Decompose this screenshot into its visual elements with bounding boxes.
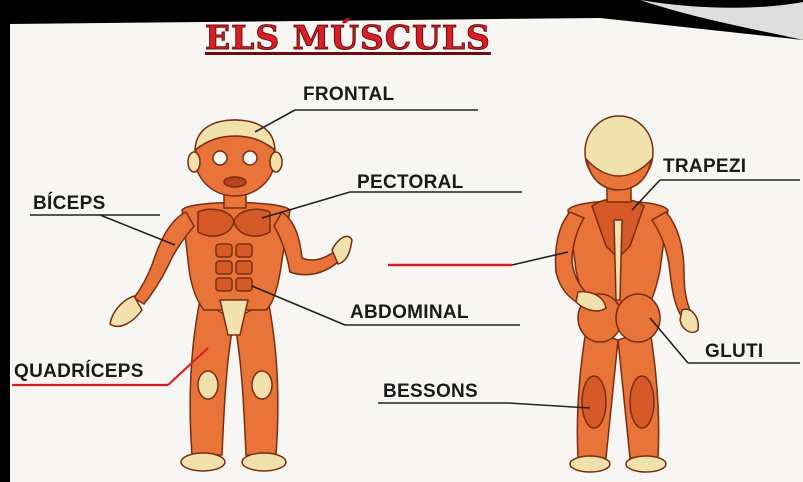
front-mouth (224, 177, 246, 187)
label-trapezi: TRAPEZI (663, 156, 746, 178)
page-background (10, 18, 803, 482)
front-left-eye (213, 151, 227, 165)
back-right-calf (630, 376, 654, 428)
label-gluti: GLUTI (705, 341, 764, 363)
front-right-foot (242, 453, 286, 471)
back-left-foot (570, 456, 610, 472)
label-quadriceps: QUADRÍCEPS (14, 361, 144, 383)
front-left-knee (198, 371, 218, 399)
back-spine (614, 220, 622, 300)
front-right-knee (252, 371, 272, 399)
label-biceps: BÍCEPS (33, 193, 106, 215)
front-left-ear (188, 152, 200, 172)
front-right-ear (270, 152, 282, 172)
label-pectoral: PECTORAL (357, 172, 464, 194)
back-left-calf (582, 376, 606, 428)
diagram-title: ELS MÚSCULS (205, 18, 491, 57)
label-bessons: BESSONS (383, 381, 478, 403)
label-frontal: FRONTAL (303, 84, 394, 106)
back-right-glute (616, 294, 660, 342)
label-abdominal: ABDOMINAL (350, 302, 469, 324)
front-right-eye (243, 151, 257, 165)
back-right-foot (626, 456, 666, 472)
front-left-foot (181, 453, 225, 471)
